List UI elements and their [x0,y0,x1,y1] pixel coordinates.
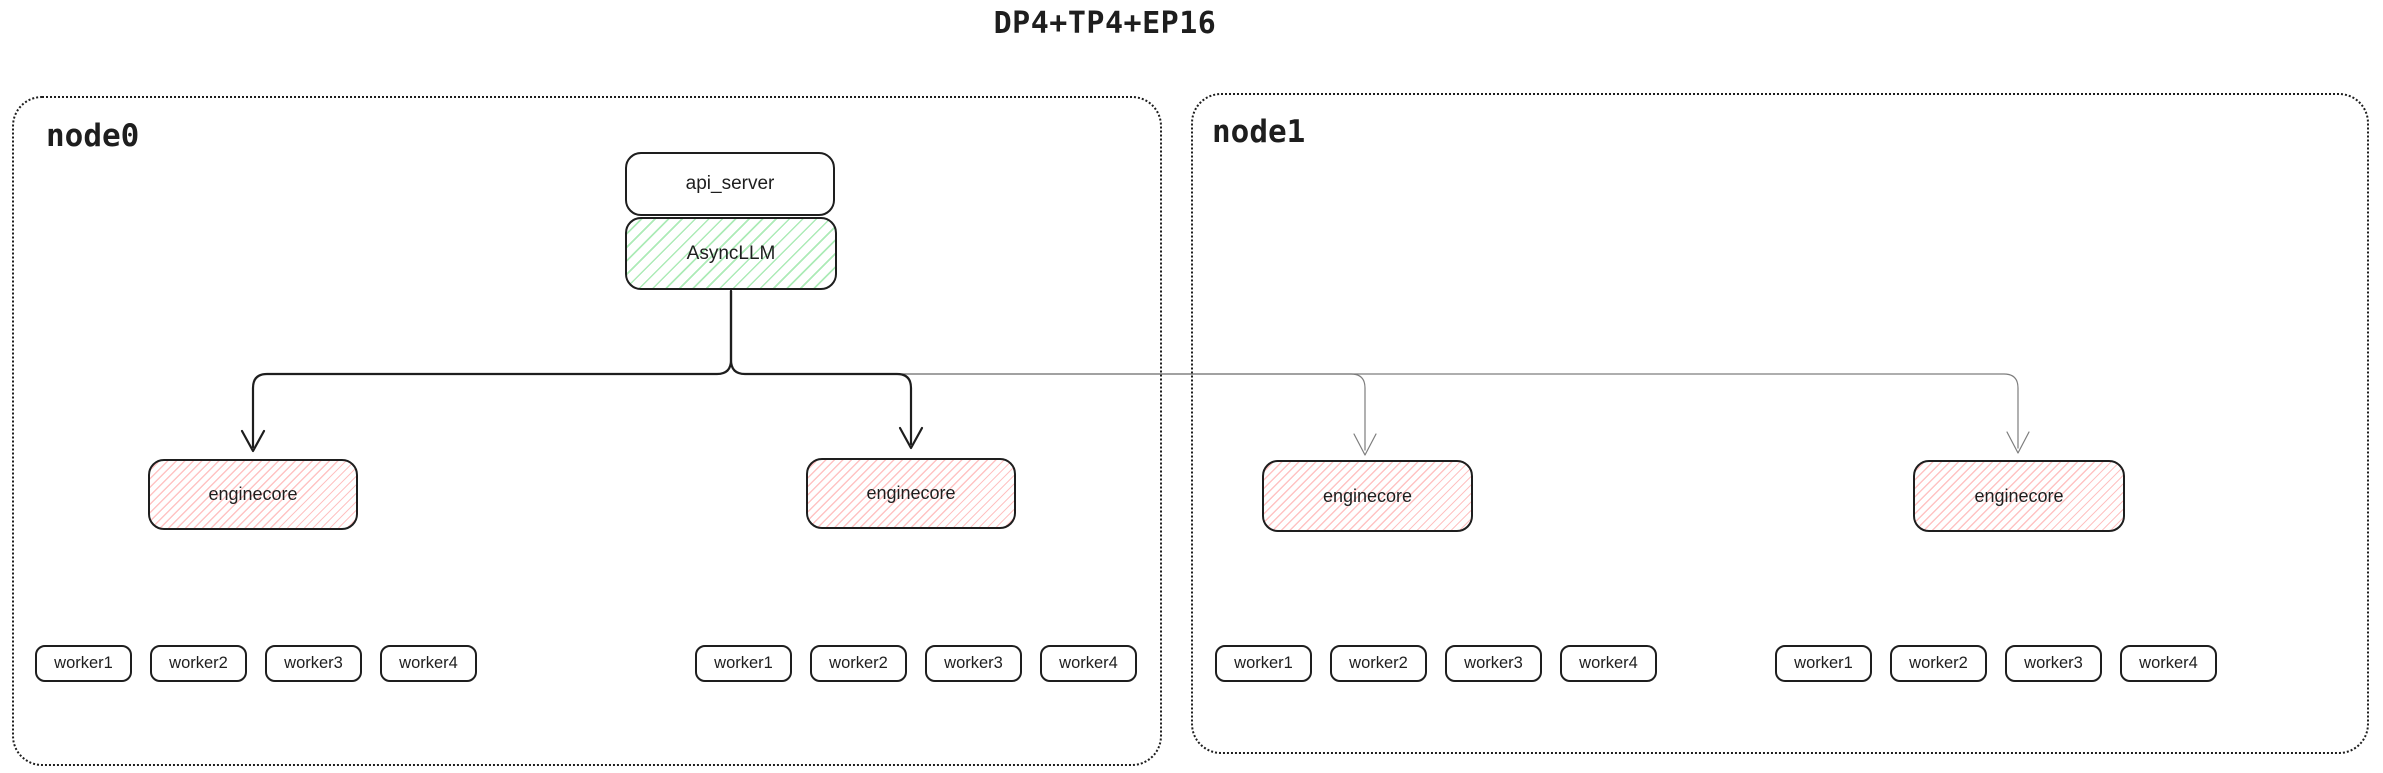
api-server-box: api_server [625,152,835,216]
worker-box: worker4 [1560,645,1657,682]
worker-box: worker2 [1890,645,1987,682]
enginecore-box-node1-2: enginecore [1913,460,2125,532]
worker-box: worker2 [1330,645,1427,682]
node1-label: node1 [1212,114,1306,150]
worker-box: worker4 [1040,645,1137,682]
worker-box: worker1 [35,645,132,682]
worker-row-node1-1: worker1 worker2 worker3 worker4 [1215,645,1657,682]
enginecore-box-node1-1: enginecore [1262,460,1473,532]
enginecore-box-node0-1: enginecore [148,459,358,530]
worker-row-node0-2: worker1 worker2 worker3 worker4 [695,645,1137,682]
worker-box: worker2 [810,645,907,682]
asyncllm-box: AsyncLLM [625,217,837,290]
worker-box: worker4 [2120,645,2217,682]
worker-box: worker1 [1215,645,1312,682]
worker-box: worker1 [1775,645,1872,682]
node0-label: node0 [46,118,140,154]
worker-box: worker3 [265,645,362,682]
worker-box: worker4 [380,645,477,682]
worker-box: worker3 [2005,645,2102,682]
worker-box: worker3 [1445,645,1542,682]
worker-box: worker1 [695,645,792,682]
worker-row-node1-2: worker1 worker2 worker3 worker4 [1775,645,2217,682]
diagram-title: DP4+TP4+EP16 [993,6,1217,41]
worker-row-node0-1: worker1 worker2 worker3 worker4 [35,645,477,682]
worker-box: worker2 [150,645,247,682]
worker-box: worker3 [925,645,1022,682]
enginecore-box-node0-2: enginecore [806,458,1016,529]
